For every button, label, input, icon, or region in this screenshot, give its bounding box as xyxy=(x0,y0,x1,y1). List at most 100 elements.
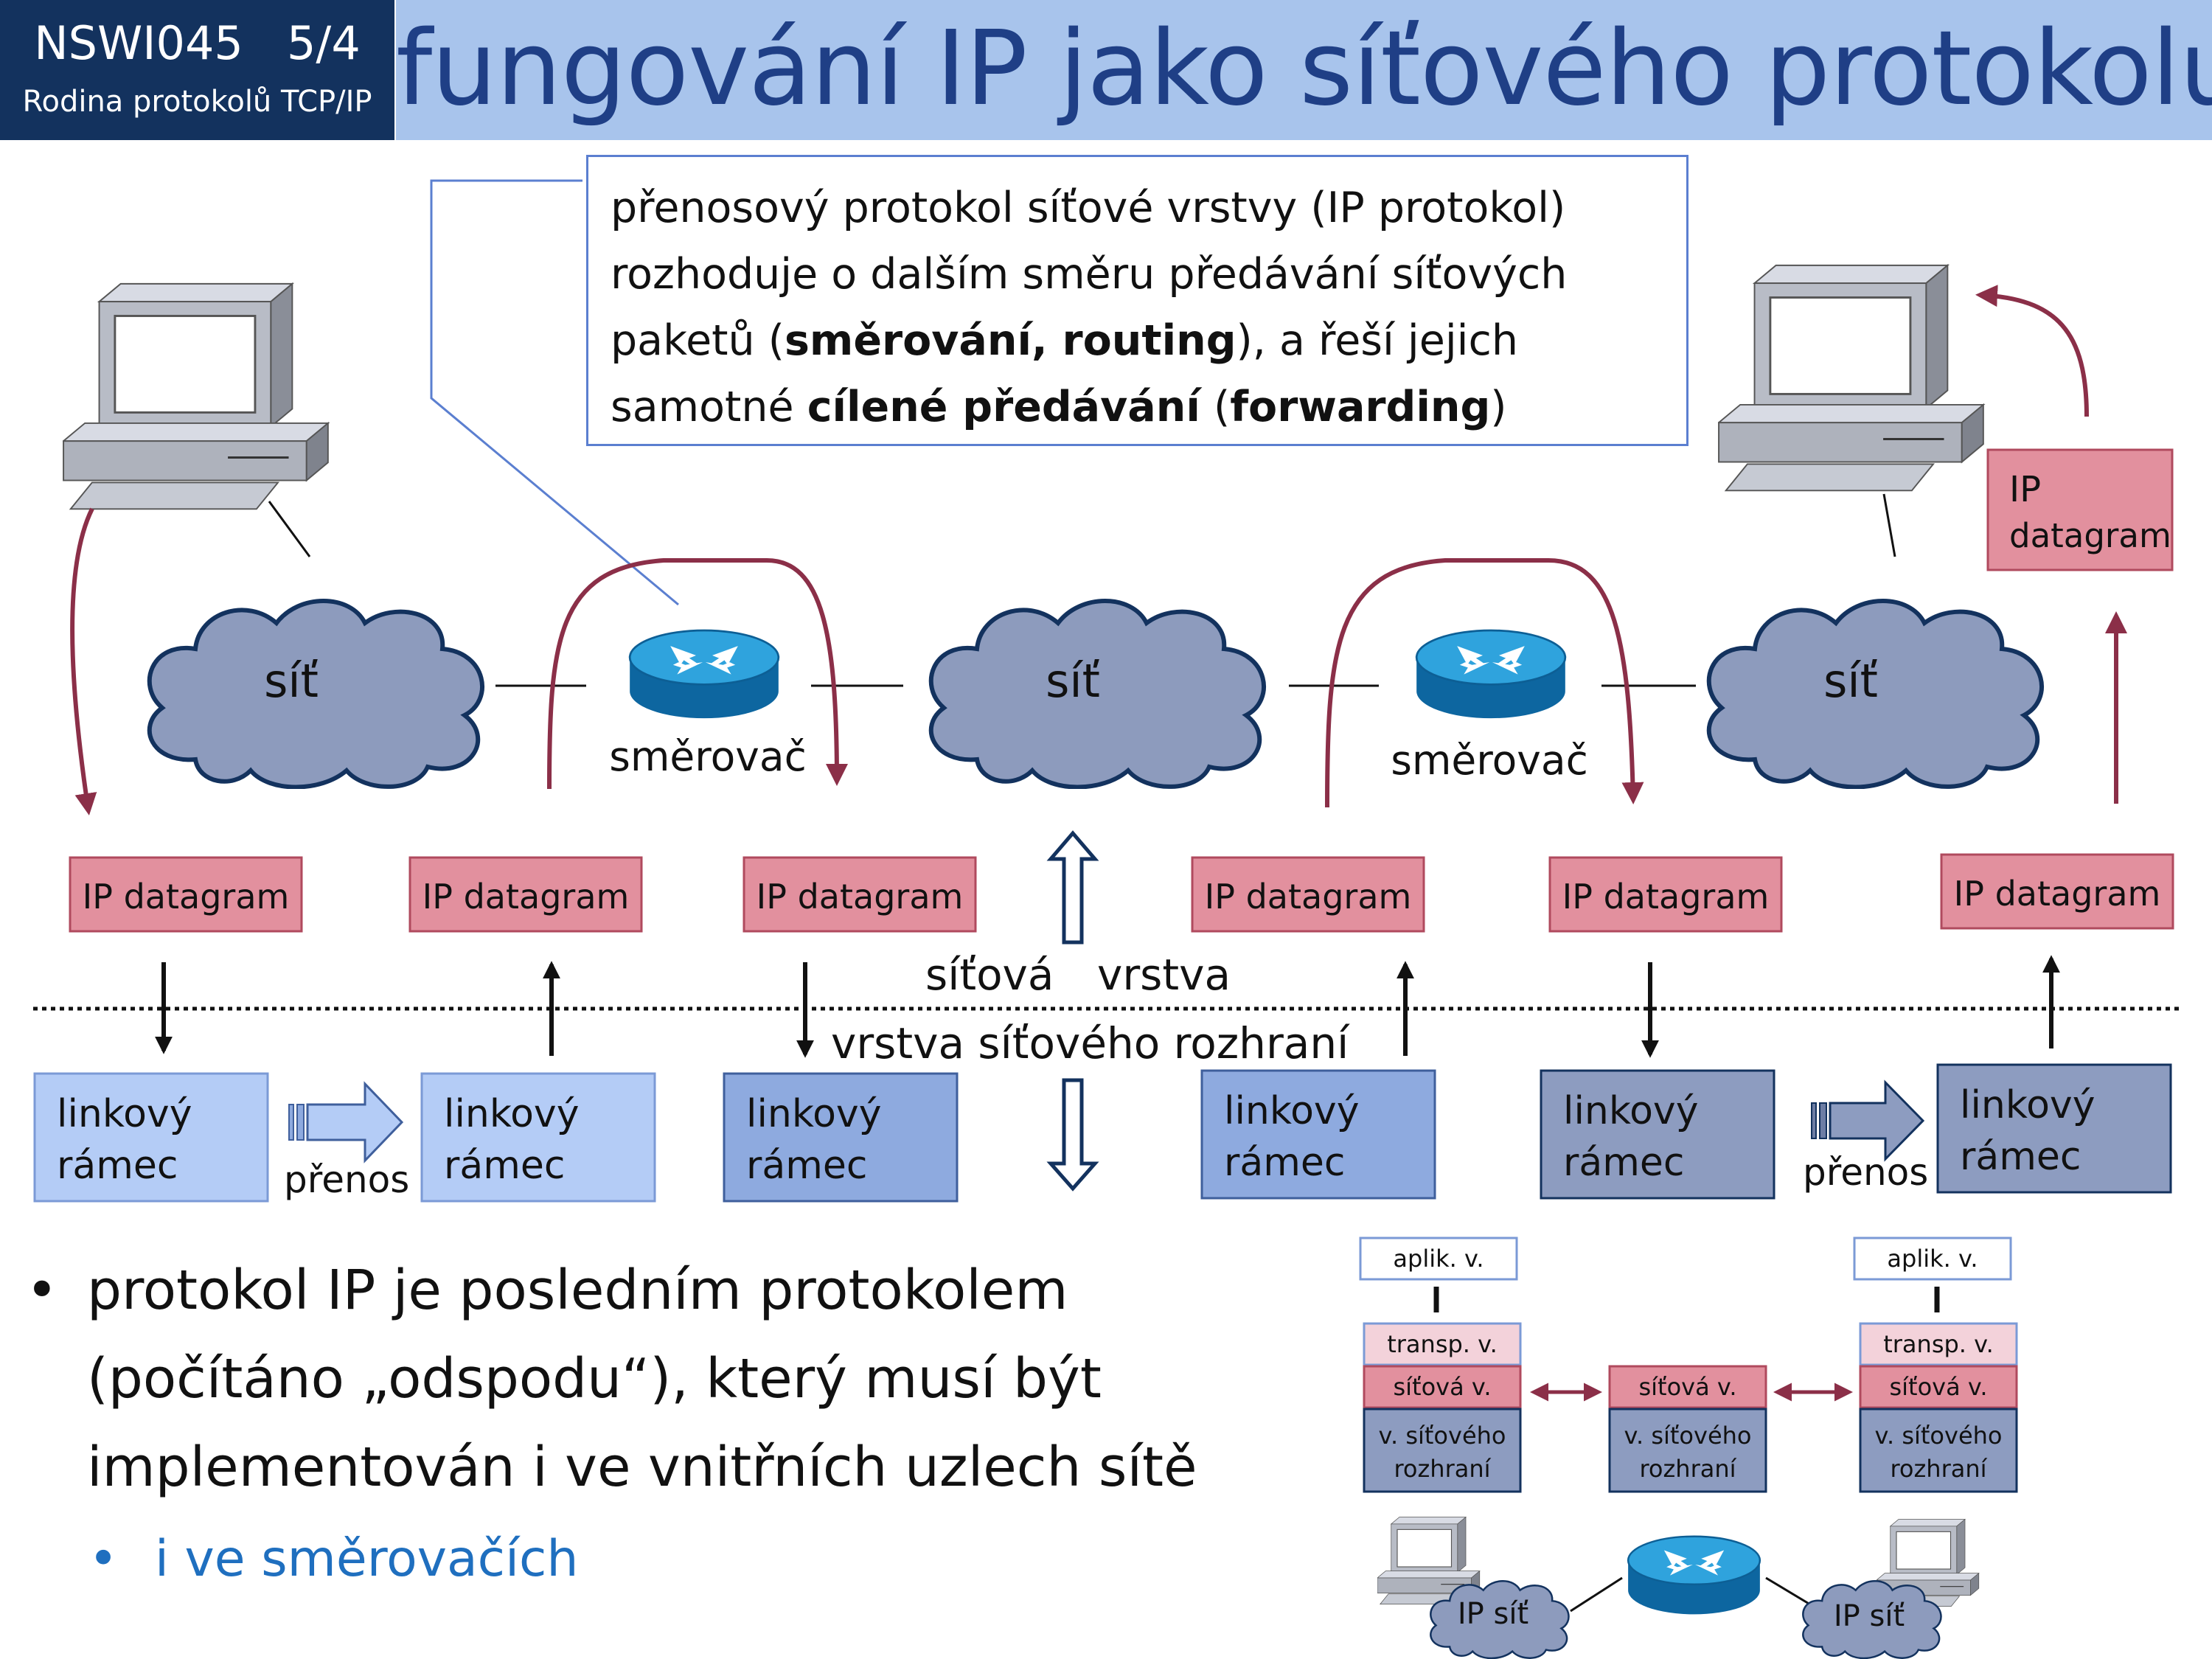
callout-line-1: přenosový protokol síťové vrstvy (IP pro… xyxy=(611,184,1566,232)
router-label: směrovač xyxy=(609,733,807,780)
callout-text: samotné xyxy=(611,383,807,431)
frame-box xyxy=(420,1072,656,1203)
destination-computer-icon xyxy=(1718,264,1985,492)
callout-emphasis: cílené předávání xyxy=(807,383,1200,431)
callout-text: ), a řeší jejich xyxy=(1236,316,1518,365)
frame-label-line2: rámec xyxy=(1224,1141,1345,1185)
router-label: směrovač xyxy=(1391,737,1588,784)
stack-interface-line1: v. síťového xyxy=(1379,1422,1506,1450)
datagram-box xyxy=(1191,856,1425,933)
bullet-dot-icon: • xyxy=(88,1530,119,1588)
datagram-top-line1: IP xyxy=(2009,469,2041,510)
frame-row: linkový rámec linkový rámec linkový ráme… xyxy=(33,1063,2172,1203)
frame-box xyxy=(1200,1069,1436,1200)
transfer-arrow-icon xyxy=(1811,1079,1925,1162)
path-arrow-dest-curve xyxy=(1975,285,2089,417)
datagram-label: IP datagram xyxy=(1954,874,2161,914)
callout-pointer-line xyxy=(430,179,679,606)
frame-box xyxy=(33,1072,269,1203)
datagram-box-top xyxy=(1986,448,2174,571)
stack-network-box xyxy=(1859,1365,2018,1409)
frame-box xyxy=(1936,1063,2172,1194)
network-label: síť xyxy=(264,654,319,708)
datagram-box xyxy=(408,856,643,933)
destination-computer-cable xyxy=(1882,493,1896,557)
stack-app-box xyxy=(1853,1237,2012,1281)
source-computer-icon xyxy=(63,282,330,510)
path-arrow-router2 xyxy=(1325,558,1644,808)
stack-interface-line2: rozhraní xyxy=(1890,1455,1987,1483)
router-icon xyxy=(628,629,780,720)
frame-label-line1: linkový xyxy=(1563,1089,1698,1133)
frame-box xyxy=(723,1072,959,1203)
routing-callout: přenosový protokol síťové vrstvy (IP pro… xyxy=(586,155,1688,446)
stack-network-label: síťová v. xyxy=(1393,1373,1491,1401)
interface-layer-label: vrstva síťového rozhraní xyxy=(831,1018,1350,1068)
header-title-bar: fungování IP jako síťového protokolu xyxy=(396,0,2212,140)
callout-text: ( xyxy=(1200,383,1231,431)
callout-line-2: rozhoduje o dalším směru předávání síťov… xyxy=(611,250,1568,299)
network-layer-label-part1: síťová xyxy=(925,950,1054,1000)
callout-text: ) xyxy=(1490,383,1507,431)
layer-down-arrow-icon xyxy=(1046,1078,1099,1192)
bullet-sub-text: i ve směrovačích xyxy=(155,1530,579,1588)
stack-interface-box xyxy=(1363,1408,1522,1493)
datagram-label: IP datagram xyxy=(83,877,290,917)
path-arrow-router1 xyxy=(547,558,848,790)
datagram-row: IP datagram IP datagram IP datagram IP d… xyxy=(69,853,2174,933)
bullet-sub: • i ve směrovačích xyxy=(15,1519,1342,1600)
frame-label-line2: rámec xyxy=(57,1144,178,1188)
datagram-label: IP datagram xyxy=(1562,877,1770,917)
bullet-main-line: protokol IP je posledním protokolem xyxy=(87,1259,1068,1322)
stack-interface-line2: rozhraní xyxy=(1394,1455,1491,1483)
stack-interface-box xyxy=(1859,1408,2018,1493)
stack-network-label: síťová v. xyxy=(1889,1373,1987,1401)
stack-network-box xyxy=(1363,1365,1522,1409)
router-icon xyxy=(1415,629,1567,720)
callout-line-4: samotné cílené předávání (forwarding) xyxy=(611,374,1664,440)
bullet-list: • protokol IP je posledním protokolem (p… xyxy=(15,1246,1342,1600)
course-subtitle: Rodina protokolů TCP/IP xyxy=(22,85,372,119)
stack-interface-line1: v. síťového xyxy=(1875,1422,2003,1450)
datagram-box xyxy=(1940,853,2174,930)
callout-emphasis: forwarding xyxy=(1230,383,1491,431)
transfer-arrow-icon xyxy=(288,1081,404,1164)
datagram-box xyxy=(1548,856,1783,933)
source-computer-cable xyxy=(268,501,311,557)
network-layer-label-part2: vrstva xyxy=(1097,950,1231,1000)
datagram-label: IP datagram xyxy=(757,877,964,917)
frame-label-line2: rámec xyxy=(746,1144,867,1188)
frame-label-line1: linkový xyxy=(1224,1089,1359,1133)
datagram-box xyxy=(742,856,977,933)
callout-line-3: paketů (směrování, routing), a řeší jeji… xyxy=(611,307,1664,374)
callout-text: paketů ( xyxy=(611,316,785,365)
stack-interface-line1: v. síťového xyxy=(1624,1422,1752,1450)
header-course-box: NSWI045 5/4 Rodina protokolů TCP/IP xyxy=(0,0,394,140)
network-label: síť xyxy=(1046,654,1100,708)
transfer-label: přenos xyxy=(1803,1151,1928,1194)
stack-transport-label: transp. v. xyxy=(1387,1330,1498,1358)
mini-link-line xyxy=(1570,1576,1623,1613)
frame-box xyxy=(1540,1069,1775,1200)
stack-network-box xyxy=(1608,1365,1767,1409)
frame-label-line2: rámec xyxy=(1563,1141,1684,1185)
stack-transport-box xyxy=(1363,1322,1522,1366)
frame-label-line1: linkový xyxy=(746,1092,881,1136)
stack-interface-box xyxy=(1608,1408,1767,1493)
bullet-main-line: implementován i ve vnitřních uzlech sítě xyxy=(87,1436,1197,1499)
mini-network-label: IP síť xyxy=(1458,1597,1528,1631)
datagram-label: IP datagram xyxy=(422,877,630,917)
path-arrow-source-down xyxy=(70,507,97,815)
mini-network-label: IP síť xyxy=(1834,1599,1905,1633)
frame-label-line2: rámec xyxy=(444,1144,565,1188)
bullet-dot-icon: • xyxy=(26,1259,58,1322)
page-title: fungování IP jako síťového protokolu xyxy=(396,9,2212,129)
course-code: NSWI045 5/4 xyxy=(34,16,361,70)
callout-emphasis: směrování, routing xyxy=(785,316,1237,365)
protocol-stack-diagram: aplik. v. transp. v. síťová v. v. síťové… xyxy=(1359,1237,2018,1659)
datagram-label: IP datagram xyxy=(1205,877,1412,917)
stack-app-label: aplik. v. xyxy=(1887,1245,1978,1273)
frame-label-line1: linkový xyxy=(444,1092,579,1136)
stack-transport-box xyxy=(1859,1322,2018,1366)
